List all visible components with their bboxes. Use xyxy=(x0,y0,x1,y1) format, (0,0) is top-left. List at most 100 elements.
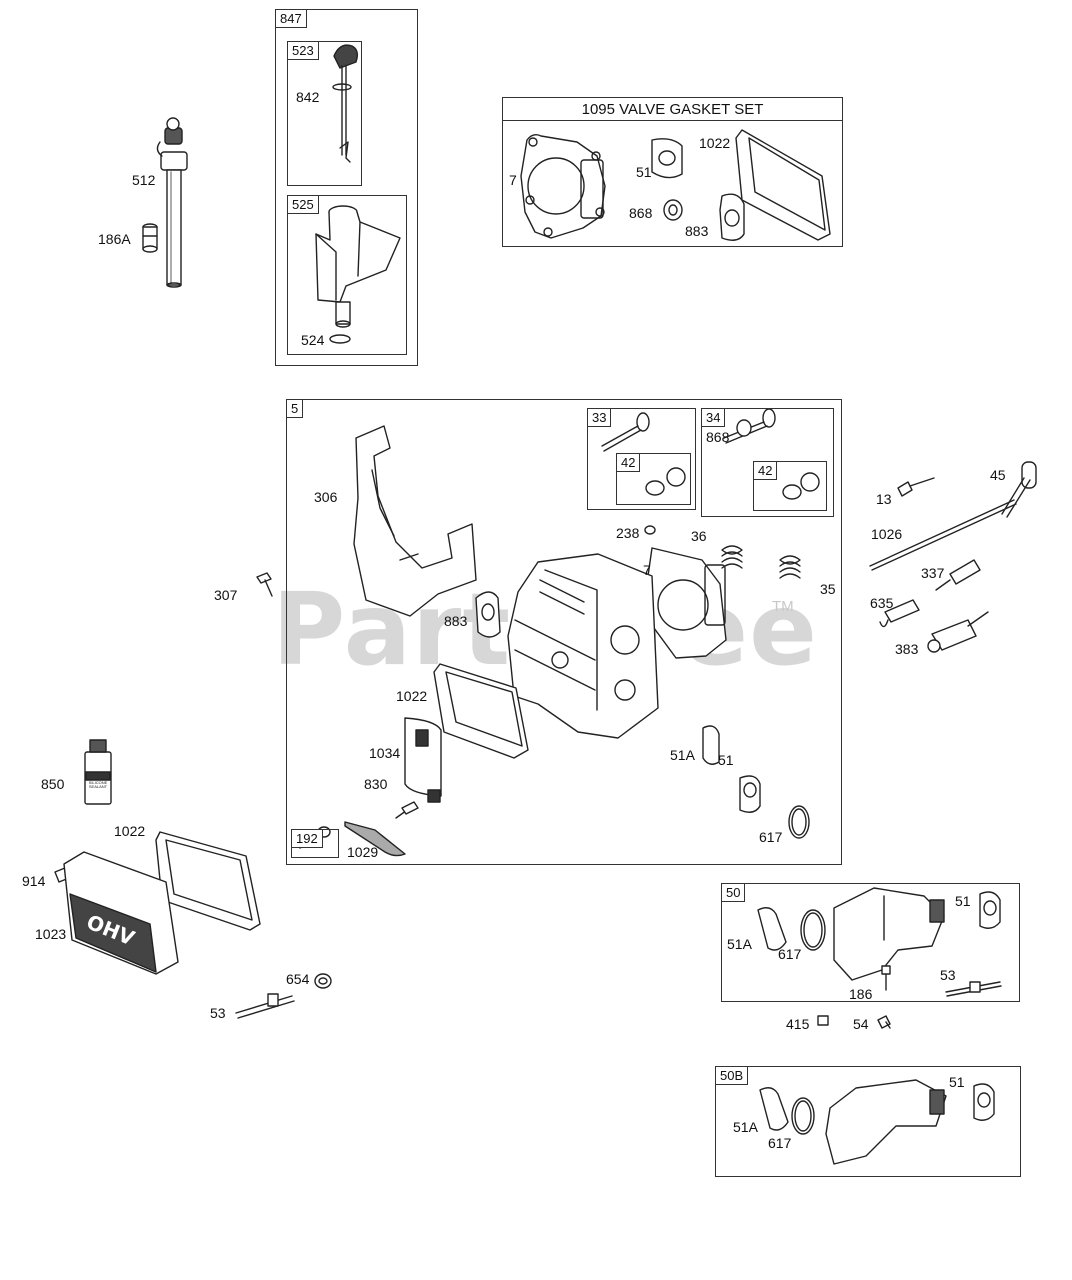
valve-cover-1023 xyxy=(63,851,179,975)
label-53: 53 xyxy=(210,1005,226,1021)
o-ring-617 xyxy=(788,805,810,839)
valve-33 xyxy=(601,412,650,452)
box-525: 525 xyxy=(287,195,407,355)
fitting-186A xyxy=(142,223,158,253)
label-617-head: 617 xyxy=(759,829,783,845)
box-33: 33 xyxy=(587,408,696,510)
label-383: 383 xyxy=(895,641,919,657)
gasket-51 xyxy=(651,138,683,179)
cylinder-head xyxy=(507,553,659,739)
box-192: 192 xyxy=(291,829,339,858)
gasket-883-main xyxy=(475,591,501,638)
spring-35 xyxy=(779,555,801,579)
label-238: 238 xyxy=(616,525,640,541)
fitting-635 xyxy=(879,599,920,628)
label-842: 842 xyxy=(296,89,320,105)
gasket-883 xyxy=(719,193,745,241)
label-868: 868 xyxy=(629,205,653,221)
bolt-13 xyxy=(897,477,935,497)
label-1022-head: 1022 xyxy=(396,688,428,704)
box-tag: 50 xyxy=(721,883,746,902)
sealant-tube-850 xyxy=(84,739,112,805)
screw-54 xyxy=(877,1015,891,1029)
label-617-box50b: 617 xyxy=(768,1135,792,1151)
label-617-box50: 617 xyxy=(778,946,802,962)
label-51-box50b: 51 xyxy=(949,1074,965,1090)
dipstick-523 xyxy=(332,44,359,163)
box-tag: 523 xyxy=(287,41,319,60)
label-51-box50: 51 xyxy=(955,893,971,909)
head-gasket-7-main xyxy=(647,547,727,659)
label-830: 830 xyxy=(364,776,388,792)
gasket-51-box50 xyxy=(979,891,1001,929)
label-1022-left: 1022 xyxy=(114,823,146,839)
box-tag: 525 xyxy=(287,195,319,214)
label-850: 850 xyxy=(41,776,65,792)
label-883-head: 883 xyxy=(444,613,468,629)
box-42a: 42 xyxy=(616,453,691,505)
cover-gasket-1022-left xyxy=(155,831,261,931)
label-1034: 1034 xyxy=(369,745,401,761)
label-1023: 1023 xyxy=(35,926,67,942)
bolt-830 xyxy=(395,801,419,819)
plug-415 xyxy=(817,1015,829,1026)
gasket-51A-box50b xyxy=(759,1087,789,1131)
gasket-51A xyxy=(702,725,720,765)
box-tag: 34 xyxy=(701,408,726,427)
box-tag: 50B xyxy=(715,1066,749,1085)
box-5-cylinder-head: 5 xyxy=(286,399,842,865)
cover-gasket-1022 xyxy=(735,129,831,241)
plug-383 xyxy=(927,611,989,653)
valve-34 xyxy=(723,408,776,444)
sealant-tube-print: SILICONE SEALANT xyxy=(88,781,108,789)
box-tag: 192 xyxy=(291,829,323,848)
head-gasket-7 xyxy=(520,133,606,239)
spring-36 xyxy=(721,545,743,569)
label-883: 883 xyxy=(685,223,709,239)
label-1026: 1026 xyxy=(871,526,903,542)
label-7-head: 7 xyxy=(643,562,651,578)
box-34: 34 xyxy=(701,408,834,517)
label-54: 54 xyxy=(853,1016,869,1032)
intake-manifold-50 xyxy=(833,887,945,981)
box-tag: 847 xyxy=(275,9,307,28)
breather-1034 xyxy=(404,717,442,803)
retainer-238 xyxy=(644,525,656,535)
label-635: 635 xyxy=(870,595,894,611)
o-ring-617-box50b xyxy=(791,1097,815,1135)
label-51: 51 xyxy=(636,164,652,180)
label-654: 654 xyxy=(286,971,310,987)
valve-45 xyxy=(1001,461,1037,518)
spark-plug-337 xyxy=(935,559,981,591)
label-306: 306 xyxy=(314,489,338,505)
screw-307 xyxy=(256,572,273,597)
label-337: 337 xyxy=(921,565,945,581)
box-50b-intake: 50B xyxy=(715,1066,1021,1177)
cover-gasket-1022-main xyxy=(433,663,529,759)
label-186A: 186A xyxy=(98,231,131,247)
label-51A-box50b: 51A xyxy=(733,1119,758,1135)
o-ring-617-box50 xyxy=(800,909,826,951)
label-51A-box50: 51A xyxy=(727,936,752,952)
box-tag: 5 xyxy=(286,399,304,418)
watermark-trademark: TM xyxy=(772,598,794,615)
label-36: 36 xyxy=(691,528,707,544)
label-868-head: 868 xyxy=(706,429,730,445)
intake-manifold-50b xyxy=(825,1079,947,1165)
label-415: 415 xyxy=(786,1016,810,1032)
label-1022: 1022 xyxy=(699,135,731,151)
push-rod-1026 xyxy=(869,499,1017,571)
keepers-42a xyxy=(645,467,686,496)
gasket-set-title: 1095 VALVE GASKET SET xyxy=(581,101,764,118)
fitting-186 xyxy=(881,965,891,991)
label-914: 914 xyxy=(22,873,46,889)
label-35: 35 xyxy=(820,581,836,597)
box-42b: 42 xyxy=(753,461,827,511)
label-51A-head: 51A xyxy=(670,747,695,763)
gasket-set-header xyxy=(502,97,843,121)
box-1095-valve-gasket-set: 1095 VALVE GASKET SET xyxy=(502,97,843,247)
label-51-head: 51 xyxy=(718,752,734,768)
label-524: 524 xyxy=(301,332,325,348)
box-50-intake: 50 xyxy=(721,883,1020,1002)
